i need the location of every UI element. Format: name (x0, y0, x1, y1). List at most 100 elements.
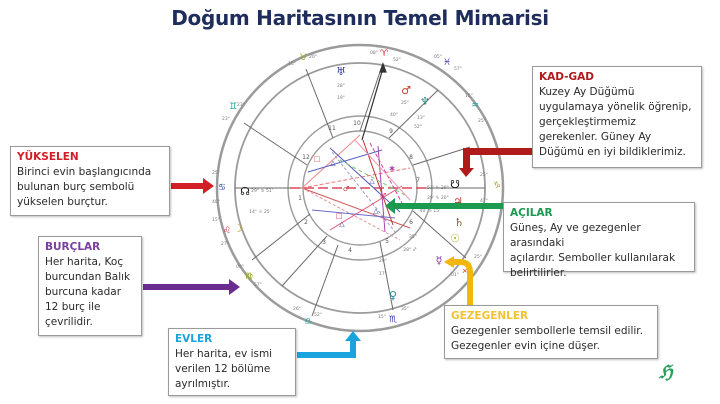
svg-text:11: 11 (328, 125, 336, 132)
acilar-text: Güneş, Ay ve gezegenler arasındaki açıla… (510, 222, 676, 279)
svg-text:♓: ♓ (443, 58, 451, 68)
svg-text:♂: ♂ (380, 192, 386, 200)
svg-text:10: 10 (353, 120, 361, 127)
burclar-callout: BURÇLAR Her harita, Koç burcundan Balık … (38, 236, 142, 336)
svg-text:△: △ (373, 207, 379, 215)
svg-text:25°: 25° (474, 254, 482, 260)
svg-text:20°: 20° (309, 54, 317, 60)
svg-text:27°: 27° (221, 241, 229, 247)
gezegenler-arrow (444, 256, 473, 305)
burclar-arrow (143, 279, 240, 295)
svg-text:25°: 25° (478, 118, 486, 124)
svg-text:52°: 52° (314, 312, 322, 318)
yukselen-text: Birinci evin başlangıcında bulunan burç … (17, 166, 152, 208)
svg-text:51' ♑ 29°: 51' ♑ 29° (427, 185, 449, 191)
svg-text:08°: 08° (370, 50, 378, 56)
svg-text:♑: ♑ (493, 181, 501, 191)
house-numbers: 1 2 3 4 5 6 7 8 9 10 11 12 (298, 120, 420, 254)
svg-text:♌: ♌ (223, 226, 231, 236)
svg-text:△: △ (339, 220, 345, 228)
svg-text:40' ♑ 15': 40' ♑ 15' (420, 208, 441, 214)
svg-text:4: 4 (348, 247, 352, 254)
planet-glyphs: ♅ ♂ ♆ ☊ ☽ ☋ ♃ ♄ ☉ ☿ ♀ (233, 65, 464, 302)
yukselen-arrow (171, 178, 214, 194)
svg-text:29°: 29° (379, 258, 387, 264)
svg-text:♊: ♊ (229, 102, 237, 112)
svg-text:47°: 47° (480, 198, 488, 204)
midheaven-arrow (361, 62, 387, 141)
svg-text:□: □ (314, 155, 321, 163)
house-cusps (235, 62, 485, 317)
svg-text:25°: 25° (480, 172, 488, 178)
acilar-arrow (385, 198, 504, 214)
brand-logo: ℌ (659, 362, 673, 383)
svg-text:△: △ (330, 159, 336, 167)
yukselen-callout: YÜKSELEN Birinci evin başlangıcında bulu… (10, 146, 170, 216)
svg-text:♀: ♀ (389, 289, 397, 302)
svg-text:40°: 40° (212, 199, 220, 205)
svg-text:☿: ☿ (436, 254, 443, 267)
degree-labels: 15° 20° 08° 52° 05° 57° 15° 25° 25° 47° 25° 01… (212, 50, 488, 320)
evler-heading: EVLER (175, 333, 213, 345)
svg-text:15°: 15° (288, 61, 296, 67)
svg-text:1: 1 (298, 195, 302, 202)
evler-text: Her harita, ev ismi verilen 12 bölüme ay… (175, 348, 273, 390)
svg-text:♏: ♏ (389, 315, 397, 325)
kad-gad-arrow (459, 148, 532, 177)
svg-text:29° ♋ 51': 29° ♋ 51' (251, 188, 273, 194)
svg-text:8: 8 (409, 154, 413, 161)
page-title: Doğum Haritasının Temel Mimarisi (171, 6, 549, 30)
svg-text:23°: 23° (222, 116, 230, 122)
kad-gad-heading: KAD-GAD (539, 71, 594, 83)
svg-text:09°: 09° (236, 264, 244, 270)
svg-text:05°: 05° (434, 54, 442, 60)
svg-text:35°: 35° (401, 306, 409, 312)
svg-text:♂: ♂ (343, 185, 349, 193)
svg-text:♅: ♅ (336, 65, 346, 78)
svg-text:52°: 52° (414, 124, 422, 130)
svg-text:57°: 57° (254, 282, 262, 288)
svg-text:♃: ♃ (453, 195, 463, 208)
svg-text:5: 5 (385, 238, 389, 245)
svg-text:14° ♌ 25': 14° ♌ 25' (249, 209, 271, 215)
svg-text:♉: ♉ (299, 53, 307, 63)
svg-text:17°: 17° (379, 271, 387, 277)
svg-text:♍: ♍ (245, 272, 253, 282)
svg-text:12: 12 (302, 154, 310, 161)
aspect-glyphs: □ △ ♂ △ ♂ □ △ ✱ △ (314, 155, 395, 228)
svg-text:35°: 35° (409, 234, 417, 240)
kad-gad-callout: KAD-GAD Kuzey Ay Düğümü uygulamaya yönel… (532, 66, 702, 168)
svg-text:28° ♐: 28° ♐ (403, 247, 416, 253)
svg-text:15°: 15° (378, 314, 386, 320)
svg-text:☋: ☋ (450, 178, 460, 191)
svg-text:25°: 25° (212, 170, 220, 176)
svg-text:♂: ♂ (401, 84, 411, 97)
zodiac-glyphs: ♋ ♌ ♍ ♎ ♏ ♐ ♑ ♒ ♓ ♈ ♉ ♊ (218, 49, 501, 327)
svg-text:40°: 40° (390, 112, 398, 118)
evler-callout: EVLER Her harita, ev ismi verilen 12 böl… (168, 328, 296, 396)
svg-text:♋: ♋ (218, 183, 226, 193)
svg-text:19°: 19° (337, 95, 345, 101)
svg-text:♒: ♒ (471, 101, 479, 111)
svg-text:♐: ♐ (462, 266, 470, 276)
svg-text:9: 9 (389, 128, 393, 135)
svg-text:57°: 57° (454, 66, 462, 72)
svg-text:26°: 26° (293, 306, 301, 312)
svg-text:52°: 52° (393, 57, 401, 63)
kad-gad-text: Kuzey Ay Düğümü uygulamaya yönelik öğren… (539, 86, 692, 158)
svg-text:29' ♑ 20°: 29' ♑ 20° (427, 195, 449, 201)
aspect-lines (301, 134, 411, 241)
gezegenler-callout: GEZEGENLER Gezegenler sembollerle temsil… (444, 305, 658, 359)
gezegenler-text: Gezegenler sembollerle temsil edilir. Ge… (451, 325, 643, 352)
gezegenler-heading: GEZEGENLER (451, 310, 529, 322)
svg-text:15°: 15° (465, 93, 473, 99)
acilar-heading: AÇILAR (510, 207, 553, 219)
svg-text:☉: ☉ (450, 232, 460, 245)
svg-text:☽: ☽ (233, 222, 243, 235)
svg-text:□: □ (336, 212, 343, 220)
svg-text:01°: 01° (451, 272, 459, 278)
svg-text:♆: ♆ (420, 95, 430, 108)
evler-arrow (297, 331, 361, 358)
svg-text:♈: ♈ (380, 49, 389, 59)
